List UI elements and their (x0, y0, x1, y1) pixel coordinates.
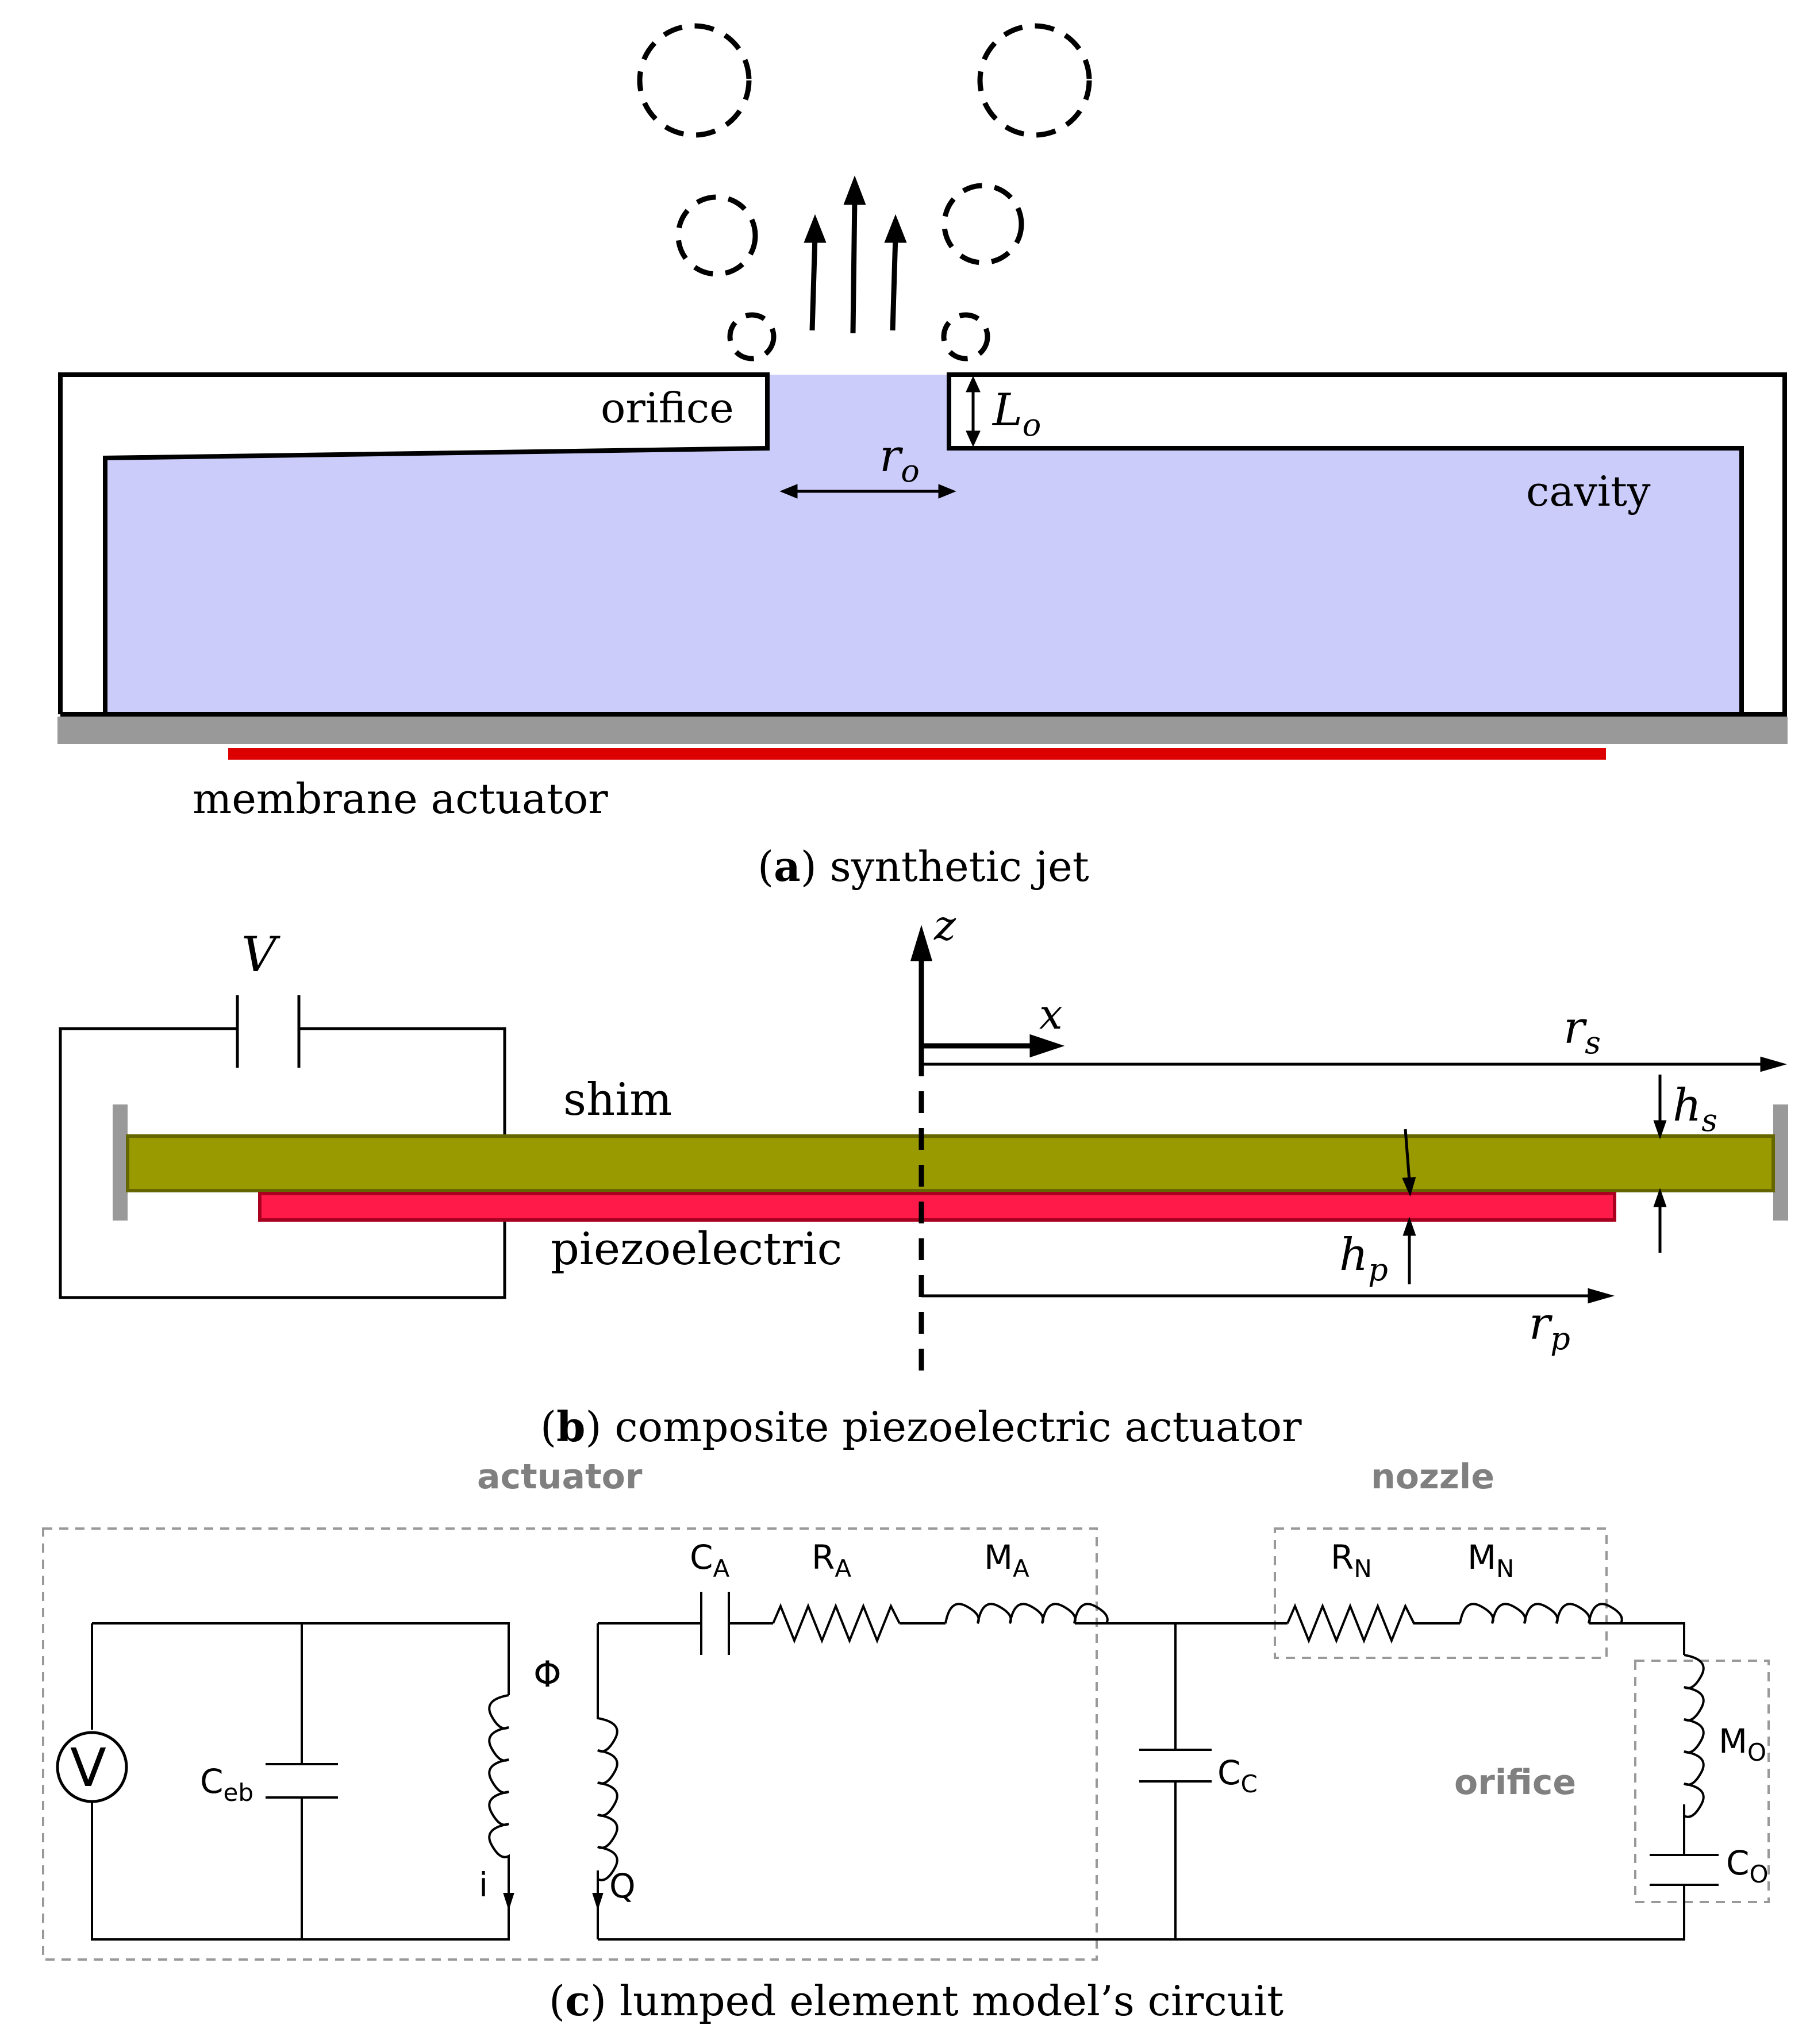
CC-label: CC (1217, 1753, 1258, 1798)
rs-dimension-arrow (921, 1056, 1788, 1072)
orifice-label: orifice (601, 384, 734, 432)
vortex-ring (941, 312, 990, 361)
x-axis-arrow (921, 1034, 1065, 1058)
ro-label: ro (879, 430, 920, 489)
jet-arrow (809, 235, 818, 331)
MA-label: MA (984, 1538, 1029, 1583)
current-label: i (479, 1865, 488, 1904)
rs-label: rs (1563, 1002, 1601, 1061)
jet-arrowhead (804, 214, 827, 243)
membrane (57, 717, 1788, 744)
jet-arrowhead (884, 214, 907, 243)
RA-resistor (772, 1603, 901, 1644)
piezoelectric-layer (258, 1192, 1616, 1222)
MO-label: MO (1719, 1722, 1766, 1766)
orifice-group-label: orifice (1454, 1762, 1576, 1803)
right-clamp (1773, 1104, 1788, 1221)
piezoelectric-label: piezoelectric (551, 1223, 842, 1275)
Lo-dimension-arrow (966, 375, 981, 448)
actuator-group-box (42, 1527, 1098, 1961)
voltage-circuit-wire-top (299, 1027, 506, 1135)
nozzle-group-box (1274, 1527, 1608, 1659)
RN-resistor (1286, 1603, 1460, 1644)
hs-label: hs (1673, 1080, 1717, 1138)
MO-inductor (1684, 1654, 1705, 1818)
voltage-label: V (241, 926, 280, 983)
Lo-label: Lo (992, 384, 1041, 443)
voltage-source-label: V (70, 1737, 106, 1799)
shim-layer (126, 1134, 1775, 1192)
ro-dimension-arrow (779, 484, 956, 499)
RN-label: RN (1331, 1538, 1372, 1583)
current-arrow (503, 1870, 514, 1911)
orifice-group-box (1634, 1660, 1770, 1903)
vortex-ring (727, 312, 777, 361)
membrane-actuator (228, 748, 1606, 760)
Ceb-label: Ceb (200, 1762, 253, 1807)
CO-label: CO (1726, 1843, 1769, 1888)
flow-arrow (592, 1870, 604, 1911)
caption-b: (b) composite piezoelectric actuator (540, 1402, 1302, 1451)
jet-arrow (850, 198, 858, 334)
jet-arrows (804, 175, 907, 334)
caption-c: (c) lumped element model’s circuit (549, 1976, 1283, 2025)
hs-dimension-arrows (1653, 1075, 1667, 1253)
vortex-rings (637, 23, 1092, 361)
phi-label: Φ (533, 1653, 562, 1695)
MN-label: MN (1467, 1538, 1514, 1583)
rp-label: rp (1529, 1298, 1570, 1357)
z-axis-arrow (910, 925, 933, 1060)
panel-b-composite-actuator: V shim piezoelectric z x rs (59, 901, 1788, 1451)
panel-a-synthetic-jet: orifice cavity membrane actuator Lo ro (… (57, 23, 1788, 891)
caption-a: (a) synthetic jet (758, 842, 1089, 891)
vortex-ring (977, 23, 1092, 138)
transformer-primary-coil (488, 1694, 510, 1870)
flow-label: Q (609, 1866, 636, 1906)
jet-arrow (890, 235, 898, 331)
membrane-actuator-label: membrane actuator (193, 775, 608, 823)
z-axis-label: z (933, 901, 956, 949)
electrical-loop (91, 1622, 510, 1941)
vortex-ring (675, 194, 758, 277)
left-clamp (113, 1104, 128, 1221)
hp-dimension-arrows (1402, 1129, 1416, 1284)
transformer-secondary-coil (597, 1623, 618, 1939)
acoustic-wires (598, 1622, 1685, 1941)
RA-label: RA (812, 1538, 851, 1583)
actuator-group-label: actuator (477, 1457, 643, 1497)
cavity-label: cavity (1526, 467, 1651, 515)
vortex-ring (637, 23, 752, 138)
cavity-fluid (105, 375, 1742, 714)
x-axis-label: x (1039, 990, 1063, 1038)
jet-arrowhead (843, 175, 866, 205)
MA-inductor (944, 1603, 1109, 1624)
MN-inductor (1459, 1603, 1623, 1625)
nozzle-group-label: nozzle (1371, 1457, 1494, 1497)
vortex-ring (941, 183, 1024, 265)
voltage-source (56, 1731, 128, 1803)
rp-dimension-arrow (921, 1288, 1615, 1304)
CA-label: CA (690, 1538, 730, 1583)
shim-label: shim (563, 1074, 672, 1126)
panel-c-circuit: actuator nozzle orifice V Ceb i Φ (42, 1457, 1770, 2025)
voltage-circuit-wire (59, 1027, 506, 1299)
hp-label: hp (1339, 1229, 1388, 1288)
